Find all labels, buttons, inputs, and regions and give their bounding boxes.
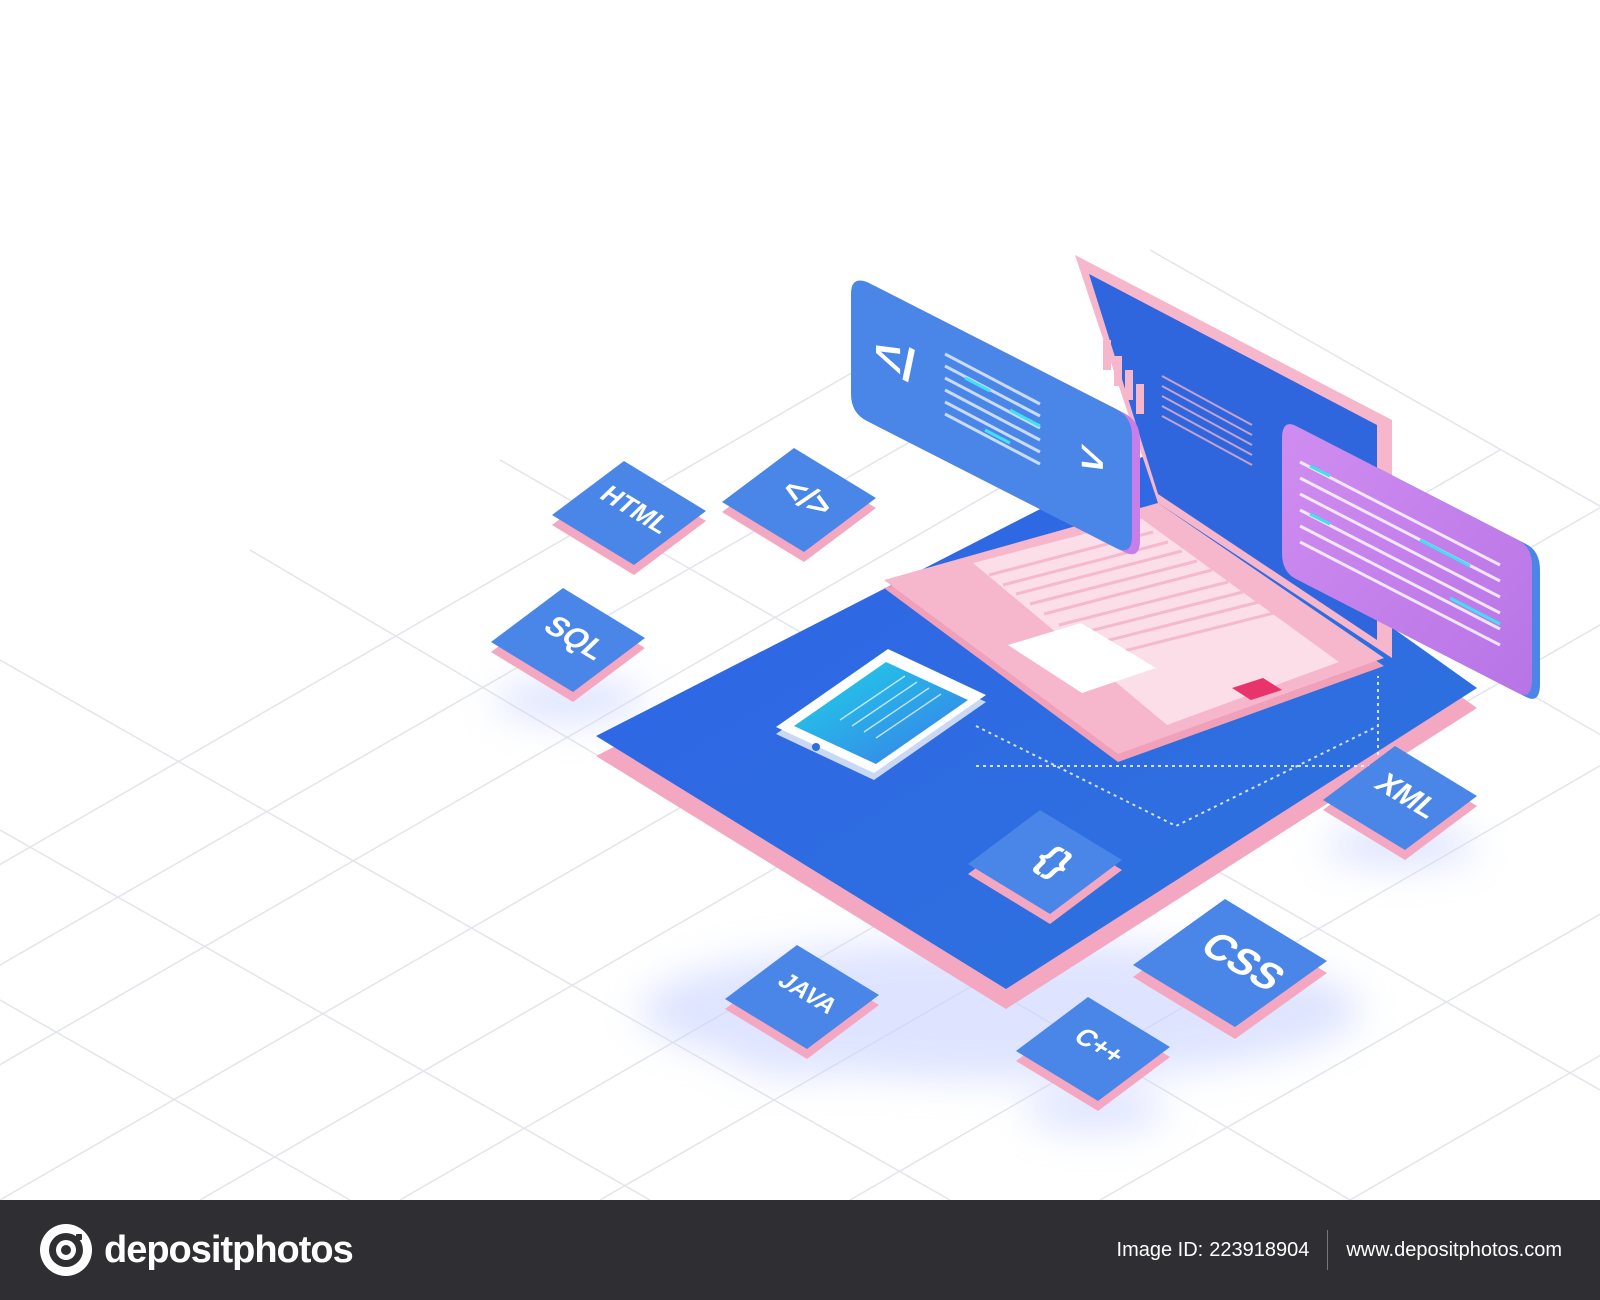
smartphone bbox=[776, 649, 986, 780]
tile-html: HTML bbox=[552, 461, 706, 575]
illustration-canvas: </ > HTML bbox=[0, 249, 1600, 1200]
code-panel: </ > bbox=[851, 280, 1140, 555]
isometric-coding-illustration: </ > HTML bbox=[0, 249, 1600, 1200]
depositphotos-logo: depositphotos bbox=[38, 1222, 354, 1278]
website-link[interactable]: www.depositphotos.com bbox=[1346, 1238, 1562, 1261]
tile-code: </> bbox=[722, 448, 876, 562]
brand-wordmark: depositphotos bbox=[104, 1228, 354, 1271]
tile-cpp: C++ bbox=[1016, 997, 1170, 1111]
tile-css: CSS bbox=[1133, 899, 1327, 1039]
camera-logo-icon bbox=[40, 1224, 92, 1276]
tile-java: JAVA bbox=[725, 945, 879, 1059]
stock-footer-bar: depositphotos Image ID: 223918904 www.de… bbox=[0, 1200, 1600, 1300]
tile-xml: XML bbox=[1323, 746, 1477, 860]
image-id-label: Image ID: bbox=[1116, 1238, 1204, 1261]
tile-sql: SQL bbox=[491, 588, 645, 702]
screen-chart bbox=[1103, 340, 1144, 414]
meta-divider bbox=[1327, 1230, 1329, 1270]
image-id-value: 223918904 bbox=[1209, 1238, 1310, 1261]
data-panel bbox=[1282, 424, 1540, 699]
tile-braces: {} bbox=[968, 810, 1122, 924]
image-meta: Image ID: 223918904 www.depositphotos.co… bbox=[1117, 1200, 1562, 1300]
